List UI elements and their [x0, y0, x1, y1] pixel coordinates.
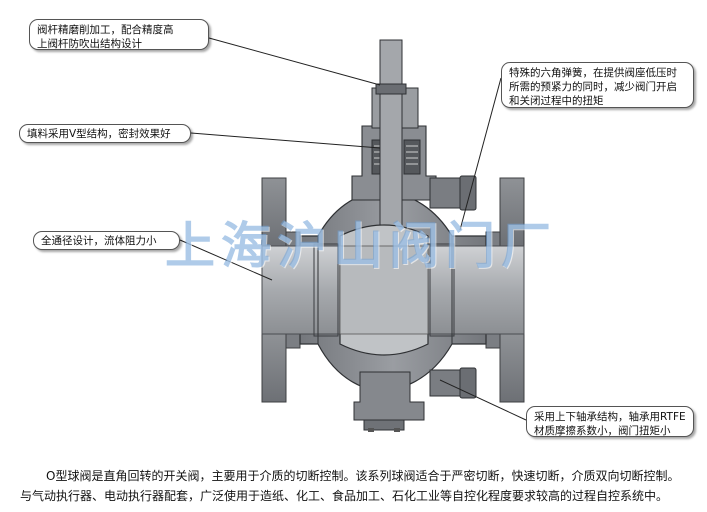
- callout-packing-text: 填料采用V型结构，密封效果好: [27, 128, 171, 140]
- description-line-1: O型球阀是直角回转的开关阀，主要用于介质的切断控制。该系列球阀适合于严密切断，快…: [46, 469, 680, 483]
- ball: [313, 224, 455, 356]
- bonnet: [351, 87, 477, 211]
- watermark-text: 上海沪山阀门厂: [165, 216, 557, 275]
- callout-stem-line-1: 阀杆精磨削加工，配合精度高: [37, 24, 174, 36]
- callout-spring-line-2: 所需的预紧力的同时，减少阀门开启: [509, 81, 677, 93]
- leader-lines: [179, 37, 527, 421]
- callout-spring-line-1: 特殊的六角弹簧，在提供阀座低压时: [509, 67, 677, 79]
- callout-bearing-line-2: 材质摩擦系数小，阀门扭矩小: [534, 425, 671, 437]
- callout-bore: 全通径设计，流体阻力小: [33, 231, 180, 250]
- callout-spring-line-3: 和关闭过程中的扭矩: [509, 95, 604, 107]
- callout-stem: 阀杆精磨削加工，配合精度高 上阀杆防吹出结构设计: [29, 19, 209, 50]
- callout-spring: 特殊的六角弹簧，在提供阀座低压时 所需的预紧力的同时，减少阀门开启 和关闭过程中…: [501, 62, 694, 108]
- callout-packing: 填料采用V型结构，密封效果好: [19, 124, 191, 143]
- callout-bearing: 采用上下轴承结构，轴承用RTFE 材质摩擦系数小，阀门扭矩小: [526, 406, 694, 437]
- callout-bearing-line-1: 采用上下轴承结构，轴承用RTFE: [534, 411, 686, 423]
- callout-bore-text: 全通径设计，流体阻力小: [41, 235, 157, 247]
- stem: [375, 39, 407, 241]
- callout-stem-line-2: 上阀杆防吹出结构设计: [37, 38, 142, 50]
- description-line-2: 与气动执行器、电动执行器配套，广泛使用于造纸、化工、食品加工、石化工业等自控化程…: [20, 489, 669, 503]
